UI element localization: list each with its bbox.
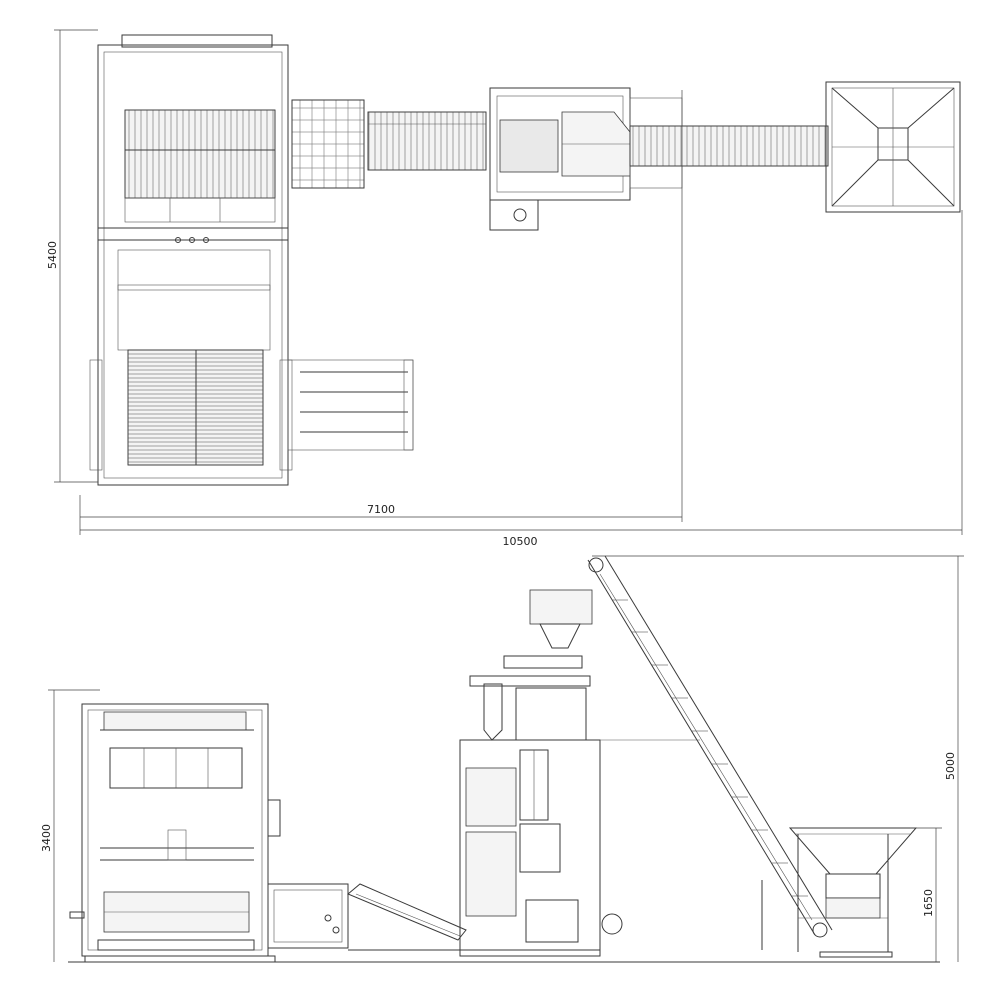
dim-side-height-right-label: 5000 [944, 752, 957, 780]
dim-side-height-hopper-label: 1650 [922, 889, 935, 917]
dim-top-width-total-label: 10500 [503, 535, 538, 548]
bagger-top [489, 87, 683, 231]
bagger-side [459, 589, 623, 957]
incline-conveyor-side [587, 555, 833, 950]
hopper-top [825, 81, 961, 213]
top-dimensions [54, 29, 963, 535]
incline-conveyor-top [629, 125, 829, 167]
dim-side-height-left-label: 3400 [40, 824, 53, 852]
top-view: 5400 7100 10500 [46, 29, 963, 548]
hopper-side [788, 827, 918, 958]
palletizer-top [89, 34, 414, 486]
dim-top-width-left-label: 7100 [367, 503, 395, 516]
control-cabinet-side [267, 883, 467, 951]
palletizer-side [69, 703, 281, 963]
dim-top-height-label: 5400 [46, 241, 59, 269]
infeed-conveyor-top [291, 99, 487, 189]
side-dimensions [48, 555, 964, 962]
side-view: 3400 5000 1650 [40, 555, 964, 963]
